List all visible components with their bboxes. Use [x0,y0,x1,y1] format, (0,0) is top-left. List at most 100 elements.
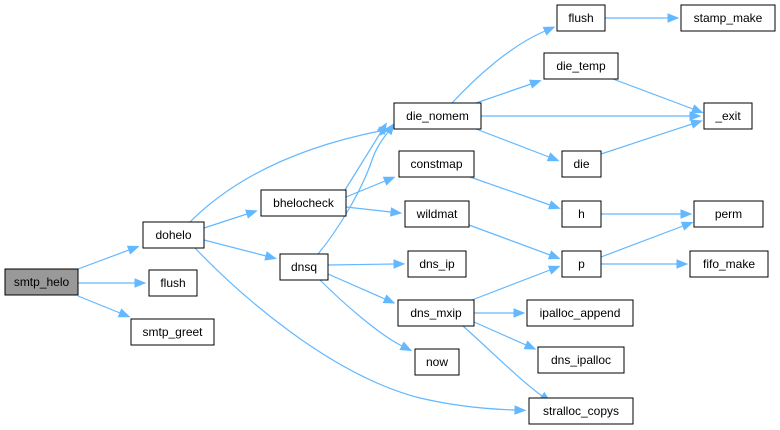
edges-layer [77,13,704,415]
edge-arrowhead [117,308,131,318]
node-box [561,200,602,228]
edge-line [473,321,527,346]
edge-line [462,325,543,397]
edge-arrowhead [126,245,140,255]
node--exit[interactable]: _exit [703,102,753,130]
edge-arrowhead [134,278,147,288]
edge-line [469,176,551,206]
node-label: bhelocheck [273,196,335,210]
node-flush-b[interactable]: flush [556,4,606,32]
edge-line [203,239,267,257]
node-box [561,250,602,278]
node-stamp-make[interactable]: stamp_make [680,4,776,32]
edge-flush_b-to-stamp_make [605,13,680,23]
node-box [526,299,634,327]
edge-p-to-fifo_make [601,259,689,269]
edge-line [327,273,386,300]
edge-arrowhead [523,340,537,350]
node-label: flush [568,11,593,25]
node-dns-mxip[interactable]: dns_mxip [397,299,475,327]
edge-arrowhead [667,13,680,23]
edge-arrowhead [513,308,526,318]
edge-arrowhead [389,207,403,217]
edge-arrowhead [382,176,396,186]
node-label: ipalloc_append [540,306,621,320]
edge-arrowhead [393,259,406,269]
node-dohelo[interactable]: dohelo [142,221,205,249]
node-label: dns_ip [419,257,455,271]
node-fifo-make[interactable]: fifo_make [689,250,769,278]
node-now[interactable]: now [414,348,460,376]
node-dns-ipalloc[interactable]: dns_ipalloc [537,346,625,374]
edge-arrowhead [547,265,561,275]
edge-die_temp-to-_exit [612,78,704,114]
node-dnsq[interactable]: dnsq [279,253,329,281]
edge-arrowhead [547,250,561,260]
edge-arrowhead [690,119,703,129]
edge-dnsq-to-dns_mxip [327,273,396,304]
edge-bhelocheck-to-constmap [345,176,396,198]
edge-dns_mxip-to-stralloc_copys [462,325,552,403]
node-bhelocheck[interactable]: bhelocheck [260,189,347,217]
node-box [398,150,475,178]
node-p[interactable]: p [561,250,602,278]
node-label: die_temp [556,59,606,73]
node-stralloc-copys[interactable]: stralloc_copys [528,397,634,425]
node-label: perm [715,207,742,221]
node-box [703,102,753,130]
edge-arrowhead [676,259,689,269]
node-label: wildmat [416,207,458,221]
edge-arrowhead [690,104,704,114]
node-smtp-helo[interactable]: smtp_helo [4,268,79,296]
node-h[interactable]: h [561,200,602,228]
edge-line [468,224,551,256]
nodes-layer: smtp_helo dohelo flush smtp_greet bhelocheck… [4,4,776,425]
node-label: smtp_greet [142,325,203,339]
node-perm[interactable]: perm [693,200,764,228]
edge-line [319,279,403,347]
edge-arrowhead [547,200,561,210]
edge-line [189,130,381,223]
node-die-nomem[interactable]: die_nomem [393,102,482,130]
edge-arrowhead [383,122,395,136]
node-smtp-greet[interactable]: smtp_greet [130,318,215,346]
edge-line [475,128,550,158]
node-box [528,397,634,425]
edge-dohelo-to-dnsq [203,239,277,261]
node-ipalloc-append[interactable]: ipalloc_append [526,299,634,327]
edge-arrowhead [399,341,413,352]
edge-dohelo-to-bhelocheck [203,209,258,229]
edge-arrowhead [680,209,693,219]
node-flush-a[interactable]: flush [148,269,198,297]
edge-smtp_helo-to-flush_a [78,278,147,288]
node-box [404,200,470,228]
edge-arrowhead [382,294,396,304]
node-wildmat[interactable]: wildmat [404,200,470,228]
edge-smtp_helo-to-dohelo [77,245,140,270]
edge-line [597,123,693,156]
node-label: smtp_helo [14,275,70,289]
node-box [693,200,764,228]
node-die[interactable]: die [561,150,602,178]
node-box [142,221,205,249]
node-box [260,189,347,217]
node-label: h [578,207,585,221]
edge-die_nomem-to-die_temp [475,79,542,104]
node-label: die_nomem [406,109,469,123]
node-box [680,4,776,32]
edge-die_nomem-to-_exit [481,111,702,121]
edge-line [475,83,532,104]
edge-h-to-perm [601,209,693,219]
node-dns-ip[interactable]: dns_ip [407,250,467,278]
edge-constmap-to-h [469,176,561,210]
edge-dnsq-to-dns_ip [327,259,406,269]
edge-arrowhead [689,111,702,121]
node-constmap[interactable]: constmap [398,150,475,178]
node-box [537,346,625,374]
node-die-temp[interactable]: die_temp [543,52,619,80]
edge-line [203,213,248,229]
edge-line [194,247,516,411]
edge-arrowhead [264,251,277,261]
node-label: dnsq [291,260,317,274]
edge-arrowhead [546,152,560,162]
